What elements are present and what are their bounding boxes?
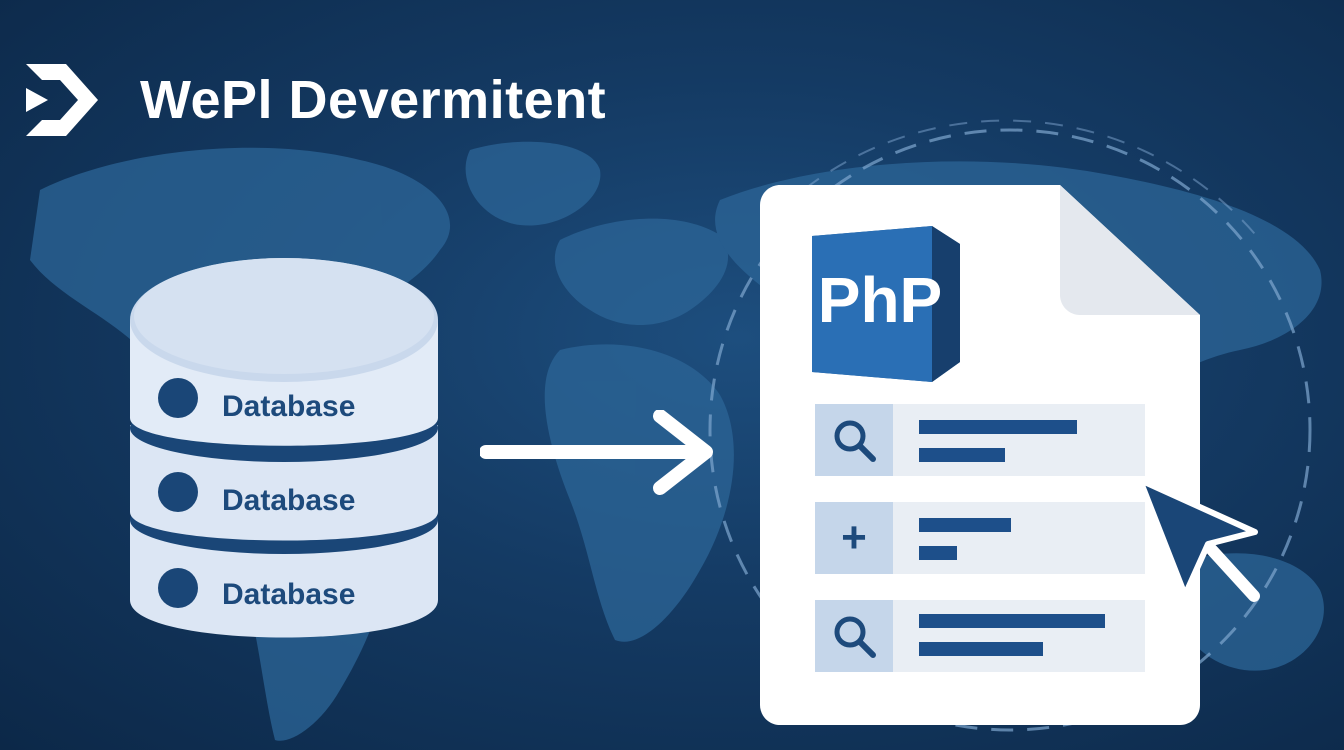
text-line-placeholder [919,420,1077,434]
list-item[interactable] [815,404,1145,476]
list-item[interactable] [815,600,1145,672]
database-label: Database [222,484,356,517]
plus-icon: + [815,502,893,574]
database-dot-icon [158,378,198,418]
page-title: WePl Devermitent [140,70,607,130]
text-line-placeholder [919,518,1011,532]
mouse-pointer-icon [1137,477,1260,602]
text-line-placeholder [919,448,1005,462]
search-icon [815,404,893,476]
text-line-placeholder [919,614,1105,628]
database-dot-icon [158,472,198,512]
chevron-d-logo-icon [26,64,98,136]
php-badge-icon [812,226,960,382]
database-stack [128,250,440,650]
php-badge-text: PhP [817,264,943,336]
orbit-dashed-ring [708,119,1312,732]
text-line-placeholder [919,546,957,560]
database-dot-icon [158,568,198,608]
database-cylinder-icon [130,258,438,638]
text-line-placeholder [919,642,1043,656]
arrow-right-icon [480,410,713,495]
database-label: Database [222,578,356,611]
list-item[interactable]: + [815,502,1145,574]
search-icon [815,600,893,672]
database-label: Database [222,390,356,423]
